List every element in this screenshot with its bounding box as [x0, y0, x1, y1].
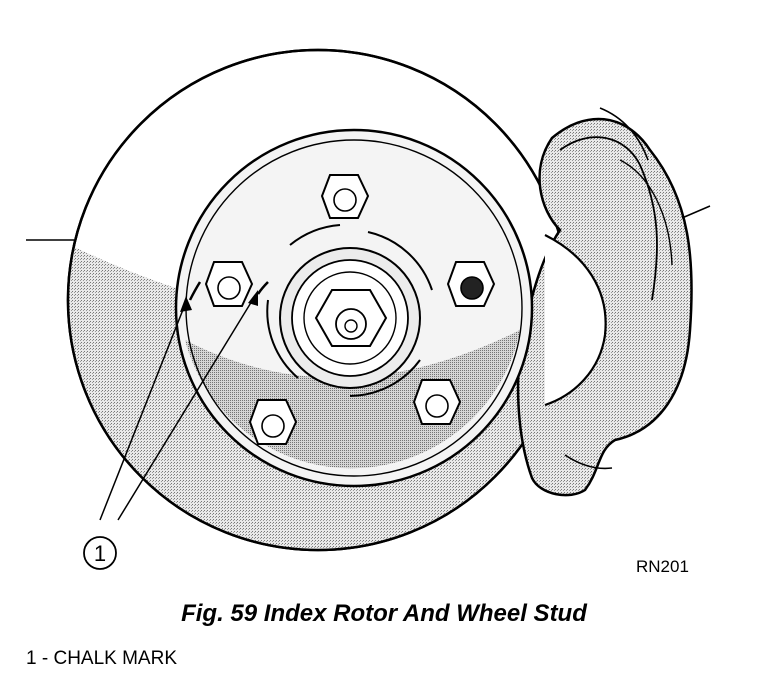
figure-legend: 1 - CHALK MARK: [26, 648, 177, 670]
wheel-stud-bottom-right: [412, 379, 462, 425]
chalk-mark-stud: [256, 281, 269, 295]
wheel-stud-top: [320, 174, 370, 219]
legend-separator: -: [36, 648, 54, 669]
wheel-stud-right: [446, 261, 496, 307]
center-hub-nut: [279, 247, 421, 389]
brake-rotor-illustration: 1 RN201: [26, 48, 711, 576]
figure-caption: Fig. 59 Index Rotor And Wheel Stud: [181, 600, 587, 627]
callout-number: 1: [94, 541, 106, 566]
callout-arrows: [99, 290, 258, 521]
figure-reference-code: RN201: [636, 557, 689, 576]
callout-1: 1: [83, 536, 117, 570]
brake-caliper: [516, 107, 711, 497]
chalk-mark-rotor: [188, 281, 202, 301]
legend-number: 1: [26, 648, 37, 669]
wheel-stud-bottom-left: [248, 399, 298, 445]
legend-label: CHALK MARK: [53, 648, 177, 669]
wheel-stud-left-marked: [204, 261, 254, 307]
